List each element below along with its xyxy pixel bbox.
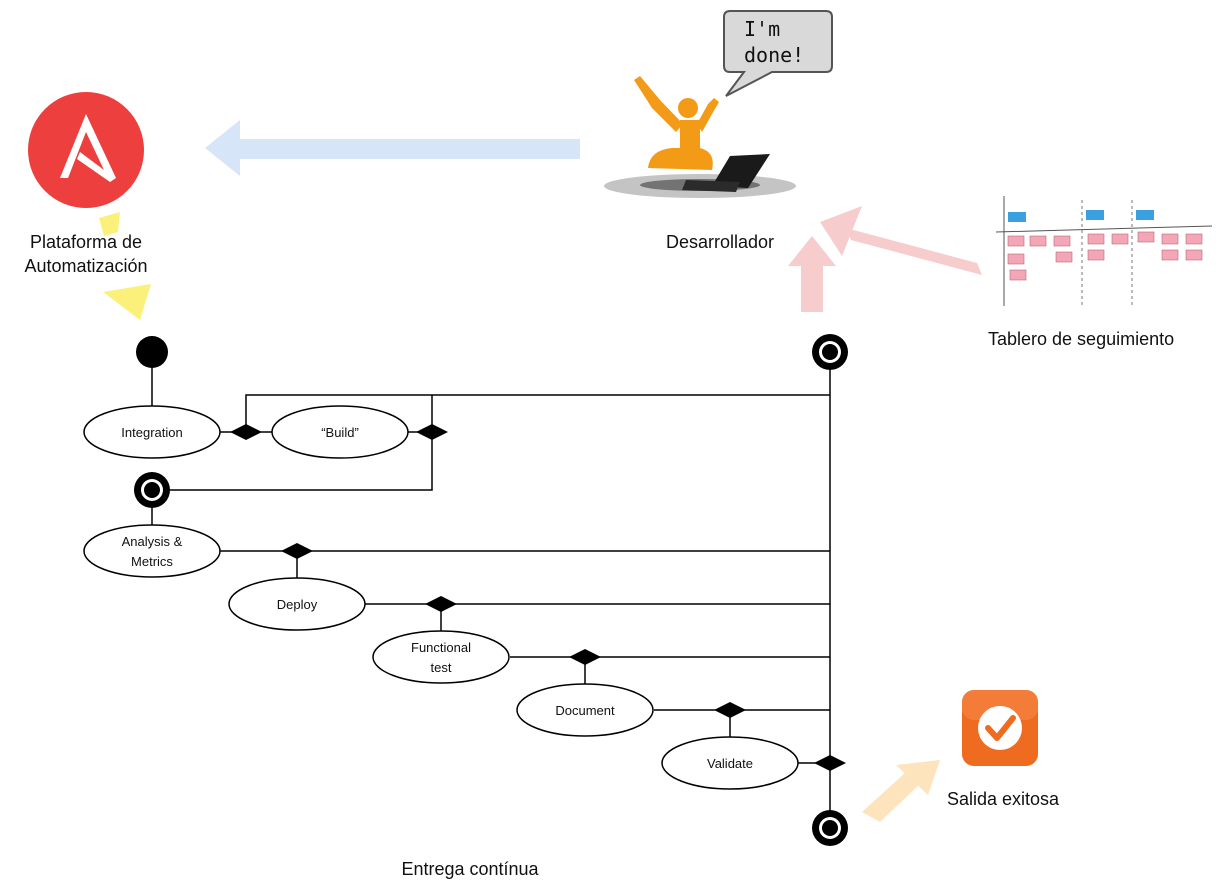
- decision-diamond: [230, 424, 262, 440]
- activity-build: “Build”: [271, 405, 409, 459]
- activity-validate: Validate: [661, 736, 799, 790]
- tracking-board-label: Tablero de seguimiento: [988, 329, 1175, 349]
- activity-deploy: Deploy: [228, 577, 366, 631]
- activity-document: Document: [516, 683, 654, 737]
- merge-node-top: [812, 334, 848, 370]
- decision-diamond: [569, 649, 601, 665]
- success-label: Salida exitosa: [946, 789, 1060, 809]
- kanban-board-icon: [995, 196, 1213, 306]
- decision-diamond: [281, 543, 313, 559]
- decision-diamond: [814, 755, 846, 771]
- activity-deploy-label: Deploy: [277, 597, 318, 612]
- arrow-pipeline-to-developer: [788, 236, 836, 312]
- developer-label: Desarrollador: [665, 232, 775, 252]
- decision-diamond: [425, 596, 457, 612]
- start-node: [136, 336, 168, 368]
- merge-node-mid: [134, 472, 170, 508]
- automation-platform-label: Plataforma de Automatización: [24, 232, 148, 276]
- activity-functional-test: Functional test: [372, 630, 510, 684]
- decision-diamonds: [230, 424, 846, 771]
- activity-functional-label-line1: Functional: [411, 640, 471, 655]
- orange-checkmark-icon: [962, 690, 1038, 766]
- pipeline-title: Entrega contínua: [401, 859, 539, 879]
- speech-bubble: I'm done!: [723, 10, 833, 97]
- end-node: [812, 810, 848, 846]
- decision-diamond: [714, 702, 746, 718]
- activity-document-label: Document: [555, 703, 615, 718]
- speech-line-2: done!: [744, 43, 804, 67]
- celebrating-developer-icon: [604, 76, 796, 198]
- activity-build-label: “Build”: [321, 425, 359, 440]
- decision-diamond: [416, 424, 448, 440]
- arrow-platform-to-pipeline: [99, 212, 151, 320]
- activity-integration: Integration: [83, 405, 221, 459]
- activity-analysis-label-line2: Metrics: [131, 554, 173, 569]
- activity-validate-label: Validate: [707, 756, 753, 771]
- activity-integration-label: Integration: [121, 425, 182, 440]
- activity-functional-label-line2: test: [431, 660, 452, 675]
- activity-analysis-label-line1: Analysis &: [122, 534, 183, 549]
- arrow-board-to-developer: [820, 206, 982, 275]
- speech-line-1: I'm: [744, 17, 780, 41]
- ansible-logo-icon: [28, 92, 144, 208]
- arrow-developer-to-platform: [205, 120, 580, 176]
- arrow-pipeline-to-success: [862, 760, 940, 822]
- activity-analysis-metrics: Analysis & Metrics: [83, 524, 221, 578]
